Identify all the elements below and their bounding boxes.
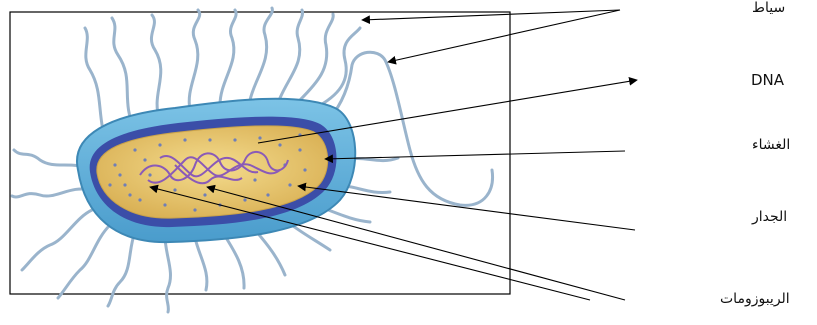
label-membrane: الغشاء [752,137,790,153]
pointer-membrane [325,151,625,159]
pointer-wall [298,186,635,230]
label-dna: DNA [751,71,784,89]
label-wall: الجدار [752,209,787,225]
pointer-ribosomes-1 [150,187,590,300]
pointer-ribosomes-2 [207,187,625,300]
label-flagella: سياط [752,0,785,16]
label-ribosomes: الريبوزومات [720,291,790,307]
